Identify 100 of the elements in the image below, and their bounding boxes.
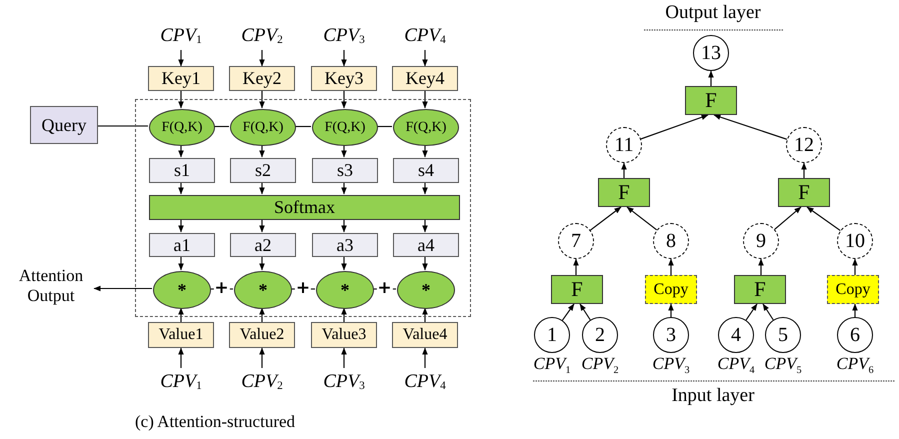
arrow: [422, 91, 428, 108]
arrow: [259, 256, 265, 270]
arrow: [259, 219, 265, 232]
dashed-group-frame: [135, 99, 471, 317]
tree-node-circle: 2: [582, 317, 618, 353]
arrow: [259, 308, 265, 322]
key-box: Key1: [148, 66, 214, 91]
arrow: [94, 286, 152, 292]
arrow: [341, 308, 347, 322]
weight-box: a3: [312, 233, 378, 257]
weight-box: a1: [149, 233, 215, 257]
input-label: CPV$_{2}$: [237, 22, 287, 50]
copy-box: Copy: [827, 275, 879, 304]
arrow: [178, 219, 184, 232]
function-box: F: [551, 275, 603, 304]
arrow: [562, 304, 574, 321]
arrow: [178, 91, 184, 108]
softmax-bar: Softmax: [149, 195, 460, 220]
arrow: [852, 258, 858, 275]
dashed-node-circle: 7: [558, 223, 594, 259]
multiply-ellipse: *: [397, 271, 455, 309]
arrow: [259, 91, 265, 108]
layer-label: Input layer: [672, 385, 754, 407]
key-box: Key2: [229, 66, 295, 91]
arrow: [259, 145, 265, 158]
arrow: [178, 50, 184, 66]
arrow: [422, 256, 428, 270]
function-box: F: [685, 86, 737, 115]
arrow: [341, 91, 347, 108]
weight-box: s1: [149, 158, 215, 183]
arrow: [422, 308, 428, 322]
dashed-node-circle: 9: [743, 223, 779, 259]
tree-node-circle: 5: [765, 317, 801, 353]
arrow: [341, 182, 347, 194]
layer-label: Output layer: [665, 2, 761, 24]
input-label: CPV$_{2}$: [237, 368, 287, 396]
arrow: [714, 114, 788, 140]
arrow: [852, 304, 858, 317]
tree-node-circle: 6: [837, 317, 873, 353]
arrow: [708, 70, 714, 86]
arrow: [259, 50, 265, 66]
arrow: [590, 206, 622, 231]
input-label: CPV$_{6}$: [836, 354, 874, 374]
weight-box: s2: [230, 158, 296, 183]
function-box: F: [734, 275, 786, 304]
arrow: [341, 219, 347, 232]
score-ellipse: F(Q,K): [149, 109, 215, 146]
arrow: [178, 348, 184, 368]
input-label: CPV$_{4}$: [400, 368, 450, 396]
multiply-ellipse: *: [234, 271, 292, 309]
input-label: CPV$_{1}$: [533, 354, 571, 374]
weight-box: a4: [393, 233, 459, 257]
tree-node-circle: 1: [534, 317, 570, 353]
arrow: [626, 206, 658, 230]
key-box: Key4: [392, 66, 458, 91]
arrow: [746, 304, 758, 320]
arrow: [178, 308, 184, 322]
value-box: Value2: [229, 322, 295, 348]
arrow: [774, 206, 802, 230]
figure-caption: (c) Attention-structured: [135, 412, 296, 432]
weight-box: a2: [230, 233, 296, 257]
arrow: [762, 304, 774, 320]
function-box: F: [598, 178, 650, 207]
input-label: CPV$_{2}$: [581, 354, 619, 374]
tree-node-circle: 13: [693, 35, 729, 71]
value-box: Value4: [392, 322, 458, 348]
input-label: CPV$_{3}$: [319, 368, 369, 396]
input-label: CPV$_{3}$: [319, 22, 369, 50]
arrow: [573, 258, 579, 275]
arrow: [341, 145, 347, 158]
arrow: [422, 219, 428, 232]
arrow: [178, 256, 184, 270]
arrow: [259, 348, 265, 368]
arrow: [580, 304, 591, 320]
arrow: [422, 348, 428, 368]
value-box: Value3: [311, 322, 377, 348]
dashed-node-circle: 12: [786, 127, 822, 163]
value-box: Value1: [148, 322, 214, 348]
dashed-node-circle: 11: [606, 127, 642, 163]
input-label: CPV$_{4}$: [400, 22, 450, 50]
dashed-node-circle: 8: [653, 223, 689, 259]
arrow: [668, 258, 674, 275]
dashed-node-circle: 10: [837, 223, 873, 259]
arrow: [621, 162, 627, 178]
score-ellipse: F(Q,K): [312, 109, 378, 146]
weight-box: s3: [312, 158, 378, 183]
weight-box: s4: [393, 158, 459, 183]
arrow: [422, 145, 428, 158]
tree-node-circle: 4: [718, 317, 754, 353]
tree-node-circle: 3: [653, 317, 689, 353]
arrow: [801, 162, 807, 178]
arrow: [758, 258, 764, 275]
score-ellipse: F(Q,K): [230, 109, 296, 146]
input-label: CPV$_{1}$: [156, 368, 206, 396]
key-box: Key3: [311, 66, 377, 91]
input-label: CPV$_{5}$: [764, 354, 802, 374]
arrow: [422, 182, 428, 194]
input-label: CPV$_{3}$: [652, 354, 690, 374]
score-ellipse: F(Q,K): [393, 109, 459, 146]
arrow: [806, 206, 841, 232]
